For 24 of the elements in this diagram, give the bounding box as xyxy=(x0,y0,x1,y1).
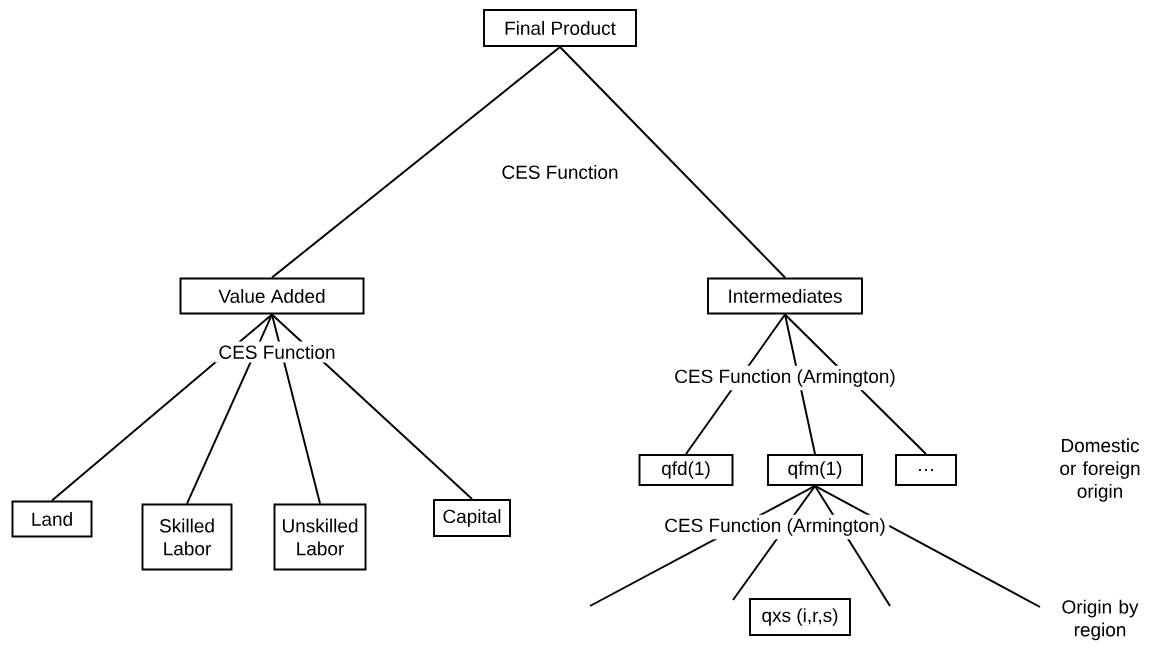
function-label: CES Function xyxy=(497,161,623,183)
label-box: … xyxy=(895,454,957,486)
note-label: Origin by region xyxy=(1062,599,1139,641)
label-box: Capital xyxy=(433,499,511,537)
label-box: Intermediates xyxy=(707,277,863,315)
function-label: CES Function (Armington) xyxy=(660,514,890,540)
function-label: CES Function xyxy=(214,341,340,363)
label-box: qfm(1) xyxy=(767,454,863,486)
label-box: qfd(1) xyxy=(638,454,734,486)
label-box: Land xyxy=(11,500,93,538)
label-box: Skilled Labor xyxy=(141,503,233,571)
connector-line xyxy=(271,313,473,500)
connector-line xyxy=(271,46,561,279)
label-box: qxs (i,r,s) xyxy=(749,598,851,636)
label-box: Unskilled Labor xyxy=(273,503,367,571)
connector-line xyxy=(51,313,273,502)
connector-line xyxy=(559,46,786,279)
connector-line xyxy=(271,313,321,505)
connector-line xyxy=(814,485,1041,608)
note-label: Domestic or foreign origin xyxy=(1060,438,1140,502)
connector-line xyxy=(186,313,273,505)
label-box: Value Added xyxy=(179,277,365,315)
label-box: Final Product xyxy=(483,9,637,47)
function-label: CES Function (Armington) xyxy=(670,365,900,391)
